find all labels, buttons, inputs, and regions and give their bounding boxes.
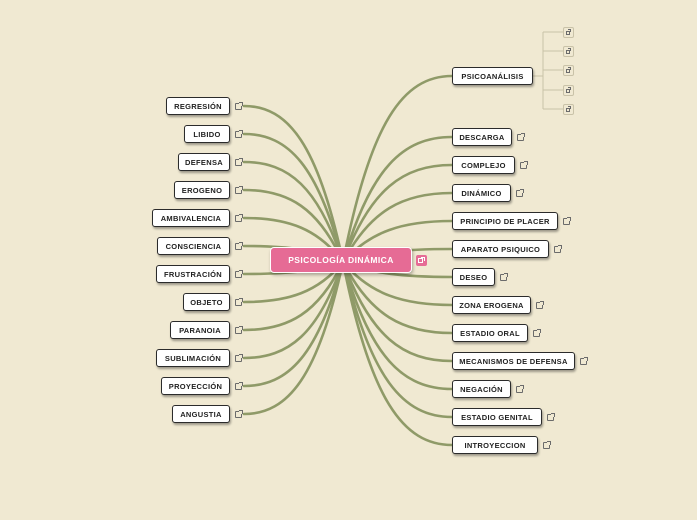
topic-negacion[interactable]: NEGACIÓN	[452, 380, 511, 398]
subtopic-link-icon[interactable]	[563, 85, 574, 96]
external-link-icon[interactable]	[536, 301, 544, 309]
topic-proyeccion[interactable]: PROYECCIÓN	[161, 377, 230, 395]
branch-line	[341, 74, 454, 264]
topic-introyeccion[interactable]: INTROYECCION	[452, 436, 538, 454]
external-link-icon[interactable]	[235, 186, 243, 194]
branch-line	[242, 260, 345, 416]
topic-ambivalencia[interactable]: AMBIVALENCIA	[152, 209, 230, 227]
external-link-icon[interactable]	[235, 130, 243, 138]
branch-line	[341, 135, 454, 264]
external-link-icon[interactable]	[235, 270, 243, 278]
branch-line	[341, 163, 454, 264]
branch-line	[242, 260, 345, 388]
topic-dinamico[interactable]: DINÁMICO	[452, 184, 511, 202]
topic-estadio-genital[interactable]: ESTADIO GENITAL	[452, 408, 542, 426]
topic-deseo[interactable]: DESEO	[452, 268, 495, 286]
external-link-icon[interactable]	[235, 354, 243, 362]
topic-angustia[interactable]: ANGUSTIA	[172, 405, 230, 423]
external-link-icon[interactable]	[235, 214, 243, 222]
external-link-icon[interactable]	[235, 102, 243, 110]
external-link-icon[interactable]	[235, 242, 243, 250]
subtopic-link-icon[interactable]	[563, 65, 574, 76]
external-link-icon[interactable]	[235, 158, 243, 166]
topic-descarga[interactable]: DESCARGA	[452, 128, 512, 146]
branch-line	[341, 191, 454, 264]
topic-consciencia[interactable]: CONSCIENCIA	[157, 237, 230, 255]
external-link-icon[interactable]	[516, 189, 524, 197]
topic-zona-erogena[interactable]: ZONA EROGENA	[452, 296, 531, 314]
external-link-icon[interactable]	[235, 410, 243, 418]
subtopic-link-icon[interactable]	[563, 104, 574, 115]
external-link-icon[interactable]	[554, 245, 562, 253]
external-link-icon[interactable]	[520, 161, 528, 169]
external-link-icon[interactable]	[563, 217, 571, 225]
external-link-icon[interactable]	[580, 357, 588, 365]
external-link-icon[interactable]	[235, 326, 243, 334]
branch-line	[242, 260, 345, 360]
topic-regresion[interactable]: REGRESIÓN	[166, 97, 230, 115]
topic-sublimacion[interactable]: SUBLIMACIÓN	[156, 349, 230, 367]
branch-line	[341, 260, 454, 363]
central-topic[interactable]: PSICOLOGÍA DINÁMICA	[270, 247, 412, 273]
subtopic-link-icon[interactable]	[563, 46, 574, 57]
topic-aparato-psiquico[interactable]: APARATO PSIQUICO	[452, 240, 549, 258]
external-link-icon[interactable]	[543, 441, 551, 449]
topic-erogeno[interactable]: EROGENO	[174, 181, 230, 199]
topic-objeto[interactable]: OBJETO	[183, 293, 230, 311]
external-link-icon[interactable]	[235, 382, 243, 390]
topic-defensa[interactable]: DEFENSA	[178, 153, 230, 171]
topic-libido[interactable]: LIBIDO	[184, 125, 230, 143]
subtopic-link-icon[interactable]	[563, 27, 574, 38]
subtopic-connector	[533, 32, 544, 109]
branch-line	[242, 104, 345, 264]
topic-paranoia[interactable]: PARANOIA	[170, 321, 230, 339]
topic-estadio-oral[interactable]: ESTADIO ORAL	[452, 324, 528, 342]
branch-line	[341, 260, 454, 391]
external-link-icon[interactable]	[533, 329, 541, 337]
topic-mecanismos-de-defensa[interactable]: MECANISMOS DE DEFENSA	[452, 352, 575, 370]
external-link-icon[interactable]	[517, 133, 525, 141]
branch-line	[242, 260, 345, 332]
branch-line	[242, 132, 345, 264]
branch-line	[341, 260, 454, 419]
external-link-icon[interactable]	[547, 413, 555, 421]
topic-frustracion[interactable]: FRUSTRACIÓN	[156, 265, 230, 283]
branch-line	[341, 260, 454, 335]
external-link-icon[interactable]	[235, 298, 243, 306]
external-link-icon[interactable]	[500, 273, 508, 281]
branch-line	[242, 188, 345, 264]
branch-line	[341, 260, 454, 447]
root-link-icon[interactable]	[416, 255, 427, 266]
branch-line	[242, 160, 345, 264]
topic-psicoanalisis[interactable]: PSICOANÁLISIS	[452, 67, 533, 85]
topic-complejo[interactable]: COMPLEJO	[452, 156, 515, 174]
topic-principio-de-placer[interactable]: PRINCIPIO DE PLACER	[452, 212, 558, 230]
external-link-icon[interactable]	[516, 385, 524, 393]
